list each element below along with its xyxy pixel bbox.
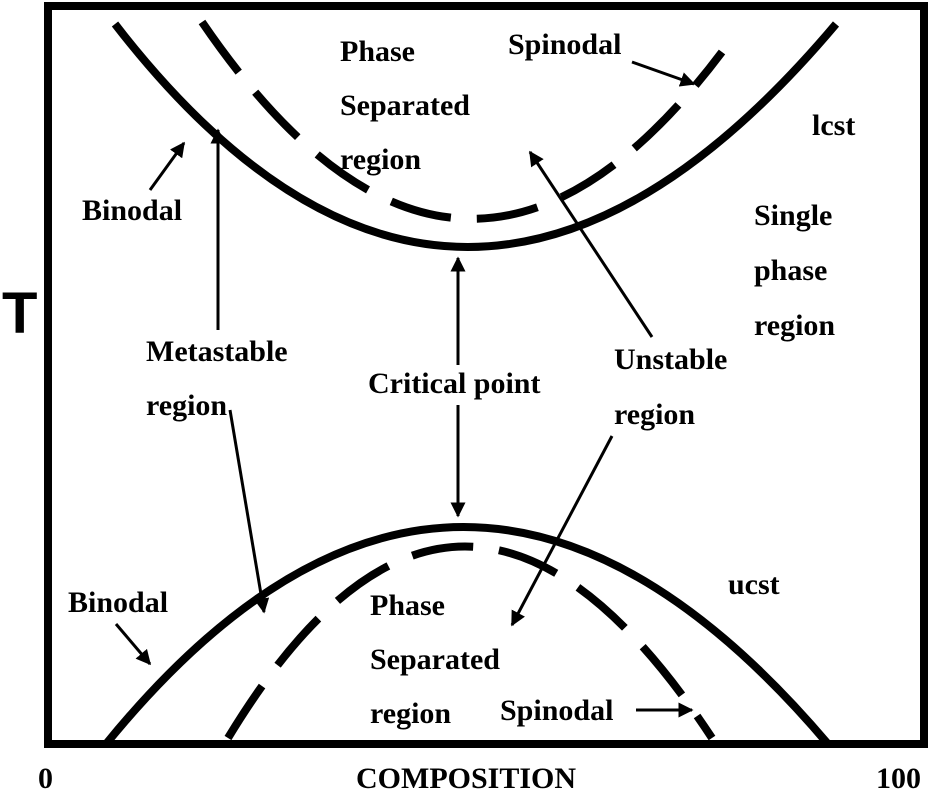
phase-top-line3: region — [340, 143, 421, 176]
binodal-bottom-label: Binodal — [68, 586, 168, 619]
phase-bottom-line3: region — [370, 697, 451, 730]
unstable-arrow-up — [528, 150, 654, 338]
lcst-label: lcst — [812, 109, 855, 142]
critical-point-label: Critical point — [368, 367, 541, 400]
phase-bottom-line2: Separated — [370, 643, 500, 676]
spinodal-top-arrow — [631, 60, 696, 87]
metastable-line2: region — [146, 389, 227, 422]
spinodal-top-label: Spinodal — [508, 28, 621, 61]
single-phase-line1: Single — [754, 199, 832, 232]
unstable-arrow-down — [510, 435, 614, 627]
axis-x-max: 100 — [876, 762, 921, 794]
spinodal-curve-lcst — [198, 19, 726, 223]
binodal-top-arrow — [148, 141, 186, 191]
plot-frame — [44, 2, 928, 748]
axis-y-label: T — [2, 281, 37, 346]
axis-x-label: COMPOSITION — [356, 762, 576, 794]
axis-x-min: 0 — [38, 762, 53, 794]
phase-top-line1: Phase — [340, 35, 415, 68]
spinodal-curve-ucst — [224, 542, 716, 741]
unstable-line2: region — [614, 398, 695, 431]
unstable-line1: Unstable — [614, 343, 727, 376]
metastable-line1: Metastable — [146, 335, 288, 368]
single-phase-line2: phase — [754, 254, 827, 287]
spinodal-bottom-label: Spinodal — [500, 694, 613, 727]
single-phase-line3: region — [754, 309, 835, 342]
phase-bottom-line1: Phase — [370, 589, 445, 622]
binodal-bottom-arrow — [114, 623, 152, 666]
phase-top-line2: Separated — [340, 89, 470, 122]
binodal-curve-ucst — [102, 523, 832, 747]
ucst-label: ucst — [728, 568, 780, 601]
binodal-top-label: Binodal — [82, 194, 182, 227]
metastable-arrow-down — [228, 409, 270, 614]
